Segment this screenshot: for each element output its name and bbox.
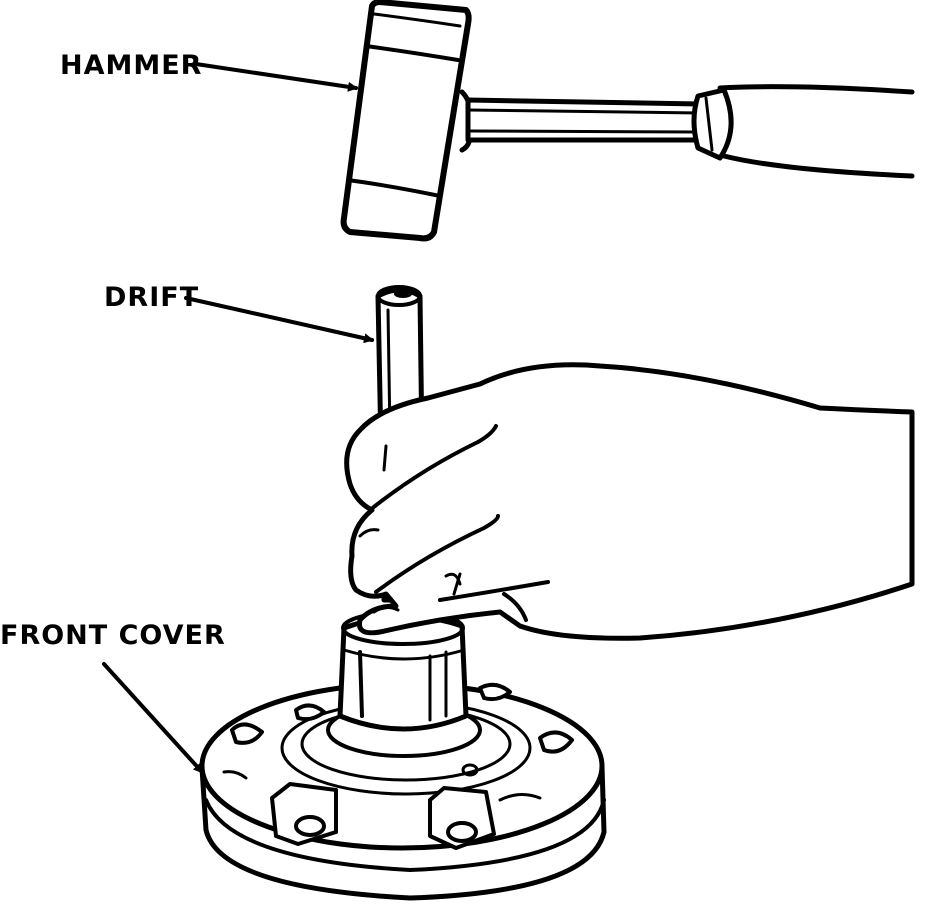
cover-pockets <box>222 682 574 850</box>
hammer-label: HAMMER <box>60 50 202 81</box>
front-cover <box>199 610 607 901</box>
hammer <box>340 0 915 242</box>
front-cover-leader <box>102 662 204 774</box>
front-cover-label: FRONT COVER <box>0 620 226 651</box>
drift-leader <box>184 296 374 344</box>
hand <box>344 362 915 641</box>
drift-label: DRIFT <box>104 282 199 313</box>
hammer-leader <box>194 62 358 92</box>
hammer-arm <box>717 84 915 179</box>
cover-bushing <box>326 610 482 758</box>
leader-lines <box>102 62 374 774</box>
hammer-handle <box>459 87 734 161</box>
hammer-head <box>340 0 472 242</box>
